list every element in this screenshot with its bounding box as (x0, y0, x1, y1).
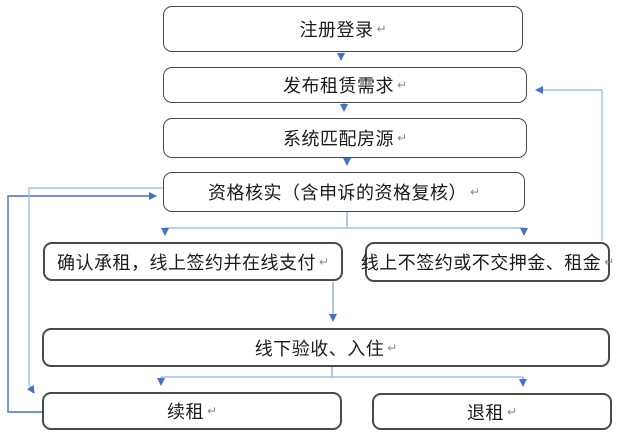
node-label: 退租 (466, 402, 504, 423)
node-label: 续租 (166, 402, 204, 422)
node-label: 线上不签约或不交押金、租金 (360, 253, 602, 273)
return-mark: ↵ (387, 340, 398, 355)
node-label: 资格核实（含申诉的资格复核） (207, 183, 467, 203)
edge-nosign-to-publish (535, 86, 603, 241)
node-label: 注册登录 (299, 20, 374, 40)
node-confirm-rent: 确认承租，线上签约并在线支付↵ (43, 242, 343, 281)
return-mark: ↵ (396, 131, 408, 145)
node-offline-checkin: 线下验收、入住↵ (42, 328, 610, 367)
edge-renew-to-qualification (7, 192, 157, 413)
node-system-match: 系统匹配房源↵ (163, 118, 527, 158)
node-label: 发布租赁需求 (282, 76, 394, 96)
node-label: 线下验收、入住 (254, 338, 385, 359)
return-mark: ↵ (206, 404, 218, 418)
return-mark: ↵ (506, 404, 518, 419)
node-no-sign-no-pay: 线上不签约或不交押金、租金↵ (361, 242, 614, 282)
node-qualification-check: 资格核实（含申诉的资格复核）↵ (163, 172, 525, 212)
node-label: 系统匹配房源 (282, 129, 394, 149)
node-register-login: 注册登录↵ (163, 6, 523, 52)
return-mark: ↵ (396, 78, 408, 92)
return-mark: ↵ (469, 185, 481, 199)
node-label: 确认承租，线上签约并在线支付 (56, 252, 316, 273)
node-publish-demand: 发布租赁需求↵ (163, 67, 527, 103)
return-mark: ↵ (604, 255, 615, 269)
node-renew-lease: 续租↵ (42, 392, 342, 430)
return-mark: ↵ (376, 22, 387, 36)
node-terminate-lease: 退租↵ (372, 393, 612, 430)
return-mark: ↵ (318, 254, 330, 269)
edge-qualification-to-renew (26, 187, 163, 394)
